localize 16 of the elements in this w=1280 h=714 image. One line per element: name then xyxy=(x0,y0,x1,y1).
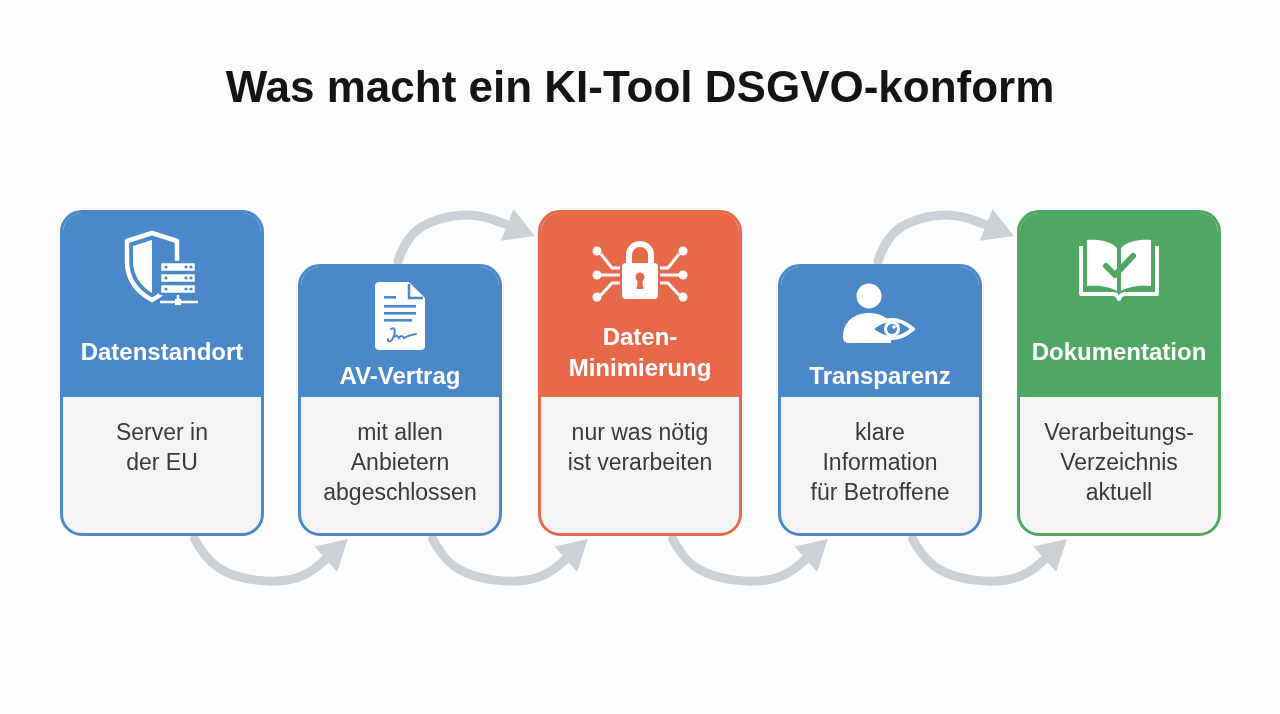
step-description: Server in der EU xyxy=(114,418,209,477)
step-card xyxy=(538,210,742,536)
step-title: Daten- Minimierung xyxy=(567,322,713,383)
step-title: AV-Vertrag xyxy=(338,361,462,391)
step-card xyxy=(778,264,982,536)
step-description: Verarbeitungs- Verzeichnis aktuell xyxy=(1043,418,1195,507)
step-title: Datenstandort xyxy=(79,337,245,367)
diagram-title: Was macht ein KI-Tool DSGVO-konform xyxy=(225,62,1055,112)
step-title: Dokumentation xyxy=(1030,337,1208,367)
step-description: klare Information für Betroffene xyxy=(809,418,951,507)
step-description: nur was nötig ist verarbeiten xyxy=(566,418,714,477)
step-title: Transparenz xyxy=(808,361,952,391)
step-card xyxy=(298,264,502,536)
step-card xyxy=(1017,210,1221,536)
step-description: mit allen Anbietern abgeschlossen xyxy=(322,418,478,507)
step-card xyxy=(60,210,264,536)
